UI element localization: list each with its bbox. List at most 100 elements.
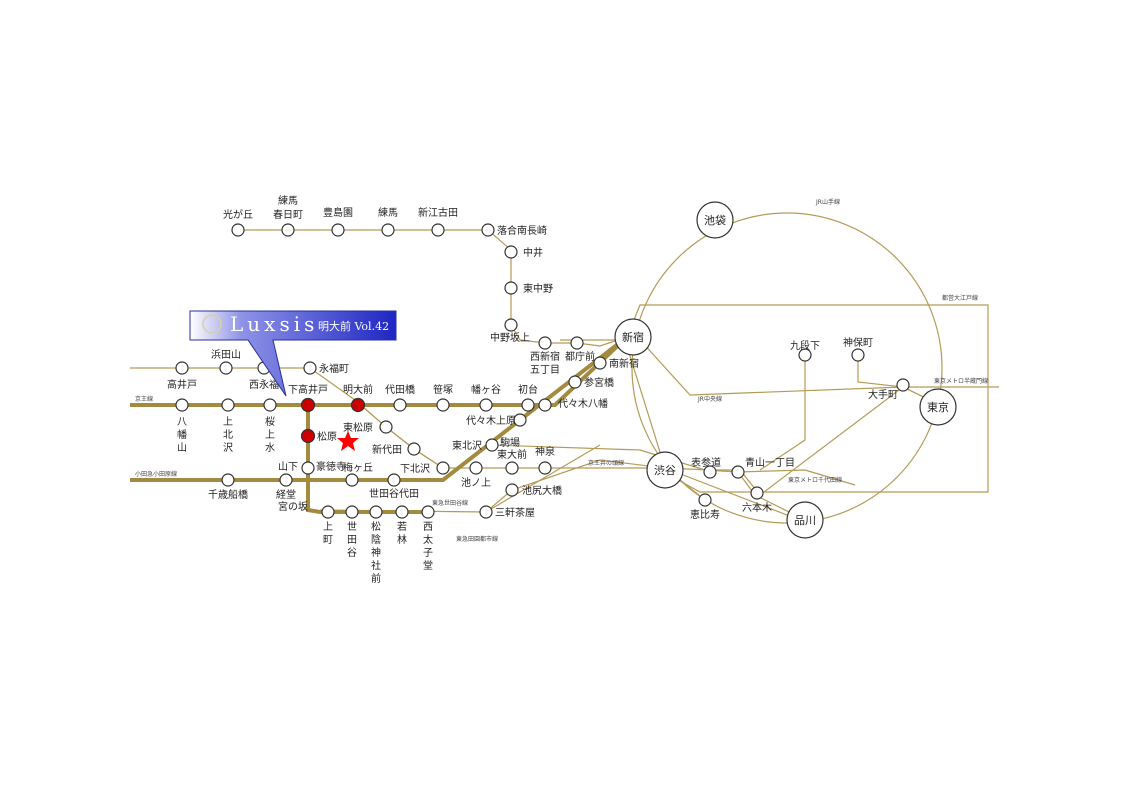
station-hachimanyama [175,398,189,412]
luxsis-logo-icon [202,314,222,334]
label-sangubashi: 参宮橋 [584,376,614,389]
label-sakurajosui-1: 桜 [265,415,275,428]
station-jimbocho [851,348,865,362]
oedo-line-label: 都営大江戸線 [942,294,978,302]
label-nishi-shinjuku-1: 西新宿 [530,350,560,363]
label-ikenoue: 池ノ上 [461,476,491,489]
station-yoyogi-hachiman [538,398,552,412]
label-sakurajosui-2: 上 [265,429,275,441]
station-nakai [504,245,518,259]
label-nakai: 中井 [523,246,543,259]
station-higashikitazawa [485,438,499,452]
station-chitose-funabashi [221,473,235,487]
label-higashikitazawa: 東北沢 [452,439,482,452]
label-nerima: 練馬 [378,206,398,219]
station-ochiai-minaminagasaki [481,223,495,237]
station-gotokuji [301,461,315,475]
inokashira-line-label: 京王井の頭線 [588,459,624,467]
station-setagaya [345,505,359,519]
label-omotesando: 表参道 [691,456,721,469]
station-yoyogi-uehara [513,413,527,427]
label-nishi-taishido-2: 太 [423,533,433,546]
label-sasazuka: 笹塚 [433,383,453,396]
label-miyanosaka: 宮の坂 [278,500,308,513]
label-wakabayashi-2: 林 [397,533,407,546]
station-toshimaen [331,223,345,237]
label-otemachi: 大手町 [868,388,898,401]
label-yoyogi-hachiman: 代々木八幡 [558,397,608,410]
label-kamikitazawa-1: 上 [223,416,233,428]
label-nishi-taishido-1: 西 [423,522,433,533]
label-kudanshita: 九段下 [790,339,820,352]
label-nakano-sakaue: 中野坂上 [490,331,530,344]
station-nerima [381,223,395,237]
label-ikejiri-ohashi: 池尻大橋 [522,484,562,497]
station-eifukucho [303,361,317,375]
label-kamimachi-1: 上 [323,521,333,533]
label-komaba-1: 駒場 [500,436,520,449]
station-nakano-sakaue [504,318,518,332]
station-shinjuku-label: 新宿 [622,330,644,344]
label-kyodo: 経堂 [276,488,296,501]
station-kudanshita [798,348,812,362]
label-takaido: 高井戸 [167,378,197,391]
brand-callout: Luxsis 明大前 Vol.42 [189,310,397,397]
label-yoyogi-uehara: 代々木上原 [466,415,516,427]
label-hachimanyama-1: 八 [177,417,187,428]
odakyu-line-label: 小田急小田原線 [135,470,177,478]
callout-box [189,310,397,397]
station-tochomae [570,336,584,350]
station-roppongi [750,486,764,500]
label-sakurajosui-3: 水 [265,442,275,454]
station-shinsen [538,461,552,475]
hanzomon-line-label: 東京メトロ半蔵門線 [934,377,988,385]
station-ebisu [698,493,712,507]
station-meidaimae [350,397,366,413]
label-gotokuji: 豪徳寺 [316,460,346,473]
label-setagaya-3: 谷 [347,547,357,559]
yamanote-line-label: JR山手線 [815,198,840,206]
thin-lines [130,212,999,524]
label-nishi-taishido-4: 堂 [423,560,433,572]
label-setagaya-1: 世 [347,521,357,533]
station-shibuya-label: 渋谷 [654,464,676,477]
label-shoin-3: 神 [371,546,381,559]
kudanshita-branch [759,355,806,471]
station-otemachi [896,378,910,392]
property-star-icon [337,431,359,451]
label-yamashita: 山下 [278,461,298,473]
label-nerima-kasugacho-1: 練馬 [278,194,298,207]
station-minami-shinjuku [593,356,607,370]
label-higashi-matsubara: 東松原 [343,421,373,434]
label-kamimachi-2: 町 [323,535,333,546]
station-omotesando [703,465,717,479]
label-hatsudai: 初台 [518,383,538,396]
station-takaido [175,361,189,375]
station-ikenoue [469,461,483,475]
station-nishi-taishido [421,505,435,519]
station-kamikitazawa [221,398,235,412]
station-higashi-nakano [504,281,518,295]
label-minami-shinjuku: 南新宿 [609,357,639,370]
label-shin-egota: 新江古田 [418,206,458,219]
label-shimokitazawa: 下北沢 [400,462,430,475]
label-chitose-funabashi: 千歳船橋 [208,488,248,501]
station-tokyo [919,388,957,426]
label-hachimanyama-2: 幡 [177,428,187,441]
saikyo-line [624,339,666,469]
station-ikebukuro-label: 池袋 [704,213,726,227]
label-setagaya-daita: 世田谷代田 [369,488,419,500]
label-shimotakaido: 下高井戸 [288,383,328,396]
label-roppongi: 六本木 [742,501,772,514]
denentoshi-line [485,459,666,513]
label-kamikitazawa-2: 北 [223,429,233,441]
station-sakurajosui [263,398,277,412]
label-shoin-1: 松 [371,520,381,533]
oedo-east [626,304,989,493]
label-hamadayama: 浜田山 [211,349,241,361]
denentoshi-line-label: 東急田園都市線 [456,535,498,543]
label-aoyama-itchome: 青山一丁目 [745,456,795,469]
chiyoda-line-label: 東京メトロ千代田線 [788,476,842,484]
label-eifukucho: 永福町 [319,362,349,375]
